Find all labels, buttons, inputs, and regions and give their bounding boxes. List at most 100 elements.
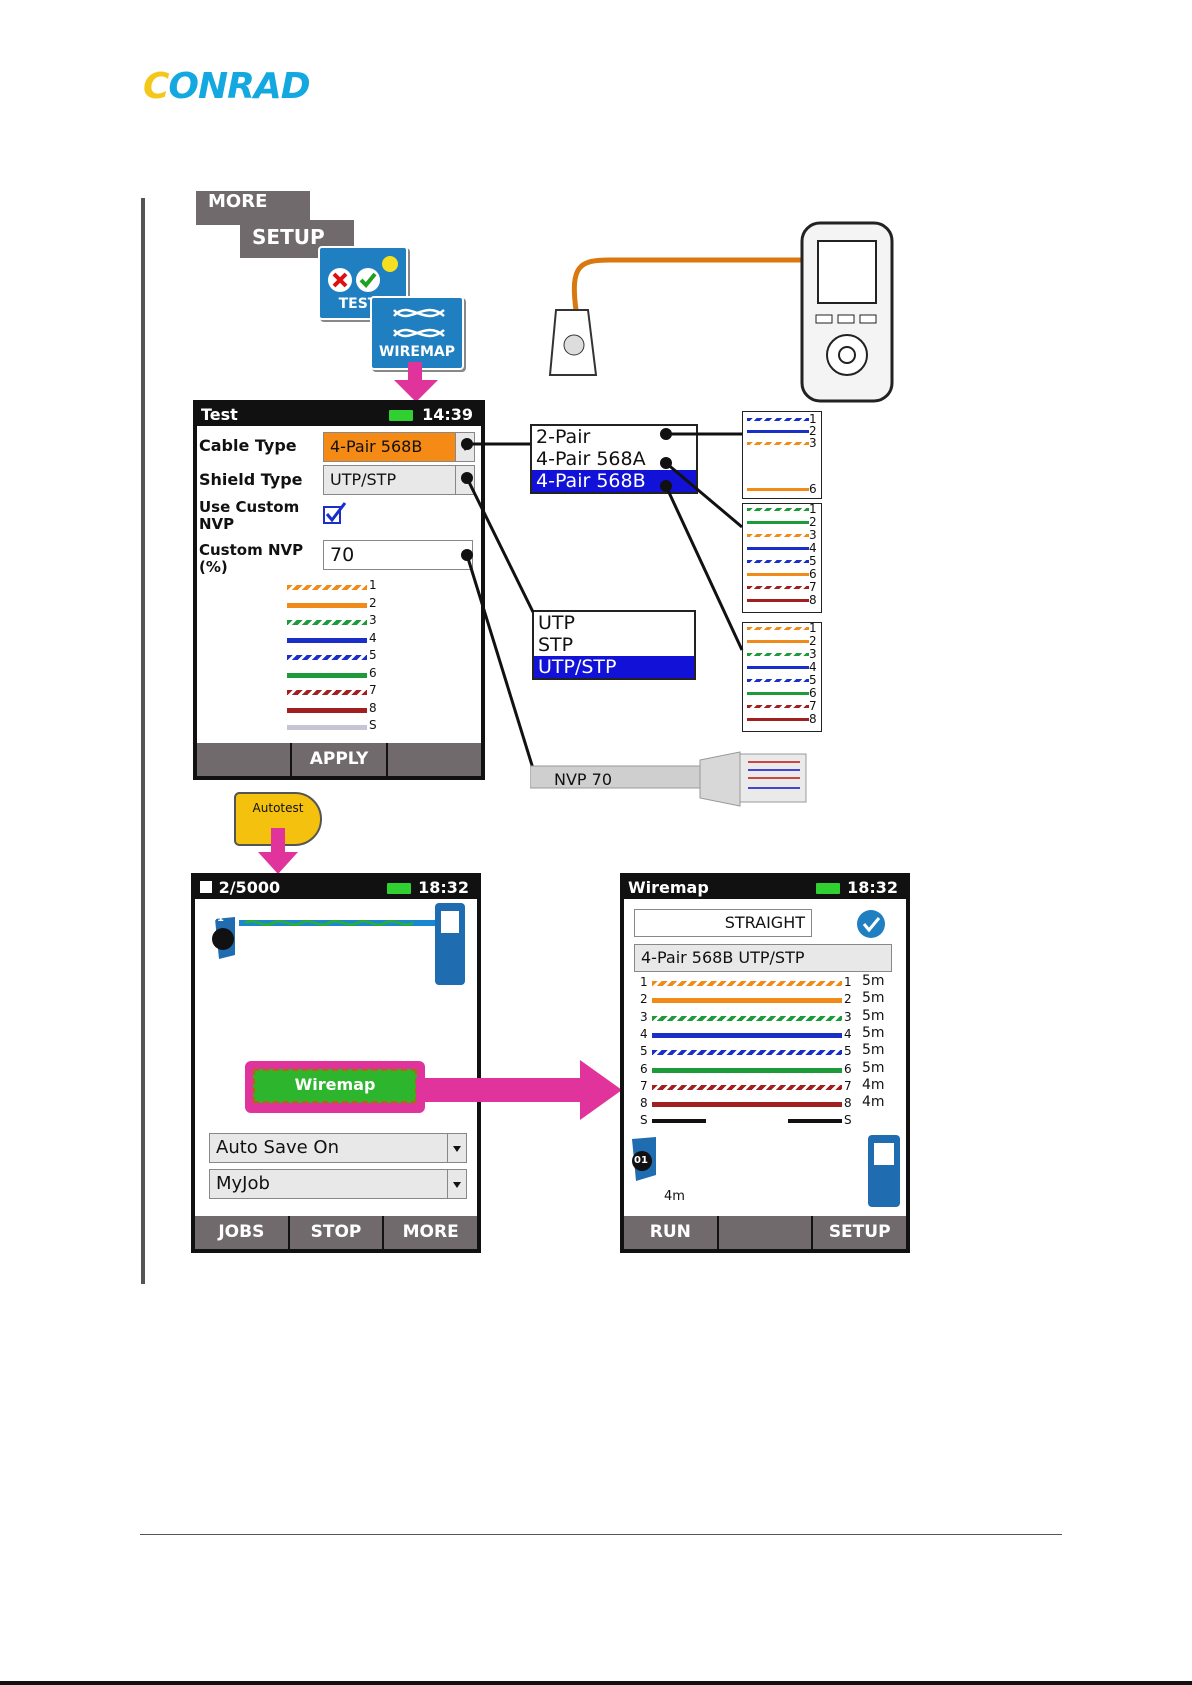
wire-number: 7 <box>369 683 377 697</box>
wire-number: 8 <box>809 593 817 607</box>
option-4-pair-568b[interactable]: 4-Pair 568B <box>532 470 696 492</box>
tests-icon <box>328 256 398 292</box>
wire <box>788 1119 842 1124</box>
wire-number: 3 <box>809 436 817 450</box>
custom-nvp-value: 70 <box>330 544 355 566</box>
pair-length: 5m <box>862 1059 885 1076</box>
home-time: 18:32 <box>418 878 469 897</box>
wire-number: 3 <box>640 1009 648 1024</box>
wire <box>287 655 367 660</box>
softkey-right[interactable] <box>388 743 481 776</box>
cable-type-value: 4-Pair 568B <box>330 437 423 456</box>
pair-length: 4m <box>862 1076 885 1093</box>
conrad-logo: CONRAD <box>143 66 311 107</box>
wire-number: 2 <box>809 424 817 438</box>
wire <box>747 430 809 433</box>
use-custom-nvp-checkbox[interactable] <box>323 501 349 525</box>
wiremap-button[interactable]: Wiremap <box>253 1069 417 1103</box>
link-diagram <box>212 903 465 985</box>
chevron-down-icon <box>447 1134 466 1162</box>
wire-number: 2 <box>809 515 817 529</box>
wire <box>652 1015 842 1021</box>
wire-number: 1 <box>809 412 817 426</box>
wire <box>747 599 809 602</box>
wire-number: S <box>369 718 377 732</box>
wire <box>287 707 367 713</box>
wire <box>652 1102 842 1108</box>
wire-number: 1 <box>809 621 817 635</box>
wire-number: 7 <box>640 1078 648 1093</box>
option-utp-stp[interactable]: UTP/STP <box>534 656 694 678</box>
wire <box>652 998 842 1004</box>
option-utp[interactable]: UTP <box>538 612 575 634</box>
pair-length: 5m <box>862 990 885 1007</box>
wire <box>652 981 842 986</box>
jobs-button[interactable]: JOBS <box>195 1216 290 1249</box>
wire-number: 5 <box>369 648 377 662</box>
wire <box>747 521 809 524</box>
battery-icon <box>816 883 840 894</box>
wire-number: 4 <box>640 1026 648 1041</box>
cable-type-select[interactable]: 4-Pair 568B <box>323 432 475 462</box>
test-screen: Test 14:39 Cable Type 4-Pair 568B Shield… <box>193 400 485 780</box>
pair-length: 4m <box>862 1094 885 1111</box>
option-2-pair[interactable]: 2-Pair <box>536 426 591 448</box>
cable-type-options: 2-Pair 4-Pair 568A 4-Pair 568B <box>530 424 698 494</box>
wire <box>287 637 367 643</box>
setup-tab: SETUP <box>240 220 354 258</box>
wire <box>747 508 809 511</box>
page-bottom-border <box>0 1681 1192 1685</box>
more-tab: MORE <box>196 191 310 225</box>
arrow-right-icon <box>416 1060 622 1120</box>
wire <box>747 442 809 445</box>
wire-number: 6 <box>809 482 817 496</box>
wire-number: 4 <box>809 660 817 674</box>
wire-number: 2 <box>640 992 648 1007</box>
wire <box>287 725 367 730</box>
job-select[interactable]: MyJob <box>209 1169 467 1199</box>
setup-button[interactable]: SETUP <box>828 1222 891 1242</box>
shield-type-select[interactable]: UTP/STP <box>323 465 475 495</box>
wire <box>747 627 809 630</box>
wire <box>287 672 367 678</box>
home-status-bar: 2/5000 18:32 <box>195 877 477 899</box>
wire-number: 1 <box>809 502 817 516</box>
arrow-down-icon <box>258 828 298 874</box>
more-button[interactable]: MORE <box>402 1222 459 1242</box>
wire <box>747 692 809 695</box>
stop-button[interactable]: STOP <box>290 1216 385 1249</box>
softkey-left[interactable] <box>197 743 293 776</box>
wiremap-screen: Wiremap 18:32 STRAIGHT 4-Pair 568B UTP/S… <box>620 873 910 1253</box>
wire-number: 2 <box>844 992 852 1007</box>
wire <box>287 620 367 625</box>
option-stp[interactable]: STP <box>538 634 574 656</box>
wire <box>747 640 809 643</box>
softkey-middle[interactable] <box>719 1216 814 1249</box>
autotest-button[interactable]: Autotest <box>234 792 322 846</box>
pair-length: 5m <box>862 1024 885 1041</box>
wire <box>652 1050 842 1056</box>
margin-bar <box>141 198 145 1284</box>
wire-number: 2 <box>369 595 377 610</box>
wire-number: 6 <box>369 665 377 680</box>
apply-button[interactable]: APPLY <box>292 743 388 776</box>
wire-number: 8 <box>369 700 377 715</box>
option-4-pair-568a[interactable]: 4-Pair 568A <box>536 448 646 470</box>
wire <box>652 1084 842 1090</box>
wire-number: 3 <box>369 613 377 627</box>
wire-number: S <box>844 1113 852 1128</box>
wire-number: 7 <box>809 699 817 713</box>
wire <box>747 534 809 537</box>
wire-number: 7 <box>844 1078 852 1093</box>
custom-nvp-input[interactable]: 70 <box>323 540 473 570</box>
home-title: 2/5000 <box>218 878 281 897</box>
home-softkeys: JOBS STOP MORE <box>195 1216 477 1249</box>
run-button[interactable]: RUN <box>624 1216 719 1249</box>
autosave-select[interactable]: Auto Save On <box>209 1133 467 1163</box>
wiremap-highlight: Wiremap <box>245 1061 425 1113</box>
wiremap-icon <box>393 308 445 338</box>
wire-number: 3 <box>809 647 817 661</box>
wiremap-devices <box>632 1135 900 1207</box>
